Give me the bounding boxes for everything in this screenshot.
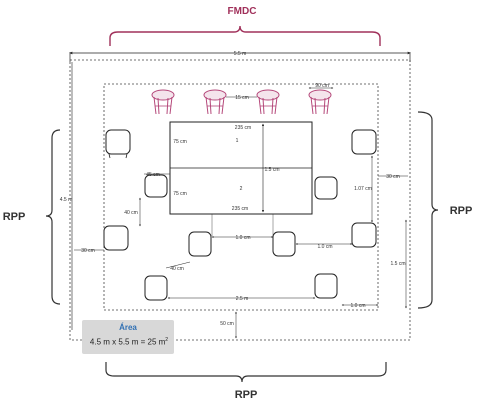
stool-gap-label: 15 cm [235, 95, 249, 101]
right-wall-gap-label: 30 cm [386, 174, 400, 180]
rpp-bottom-label: RPP [235, 389, 258, 401]
chair [103, 225, 129, 251]
table-length-label: 235 cm [235, 125, 251, 131]
rpp-bottom-bracket [105, 362, 387, 383]
bottom-wall-gap-label: 50 cm [220, 321, 234, 327]
table-section-1-label: 75 cm [173, 139, 187, 145]
bottom-row-width-label: 2.5 m [236, 296, 249, 302]
area-box: Área 4.5 m x 5.5 m = 25 m2 [82, 320, 174, 354]
bottom-right-gap-label: 1.0 cm [317, 244, 332, 250]
rpp-left-bracket [45, 129, 61, 305]
chair [144, 174, 168, 198]
left-chair-clear-label: 45 cm [146, 172, 160, 178]
stool [256, 89, 280, 115]
room-height-label: 4.5 m [60, 197, 73, 203]
stool [151, 89, 175, 115]
chair [351, 129, 377, 155]
usable-area [103, 83, 379, 311]
chair [272, 231, 296, 257]
bottom-left-clear-label: 40 cm [170, 266, 184, 272]
rpp-right-label: RPP [450, 205, 473, 217]
rpp-left-label: RPP [3, 211, 26, 223]
table-length-bottom-label: 235 cm [232, 206, 248, 212]
stool [203, 89, 227, 115]
chair [144, 275, 168, 301]
left-wall-gap-label: 30 cm [81, 248, 95, 254]
table-depth-label: 1.5 cm [264, 167, 279, 173]
room-outline [69, 59, 411, 341]
area-formula: 4.5 m x 5.5 m = 25 m2 [84, 337, 174, 347]
chair [314, 176, 338, 200]
stool-spacing-label: 90 cm [315, 83, 329, 89]
left-aisle-label: 40 cm [124, 210, 138, 216]
room-width-label: 5.5 m [234, 51, 247, 57]
chair [105, 129, 131, 159]
corner-gap-label: 1.0 cm [350, 303, 365, 309]
right-aisle-label: 1.07 cm [354, 186, 372, 192]
bottom-left-clear-line [165, 261, 191, 269]
chair [188, 231, 212, 257]
bottom-chair-gap-label: 1.0 cm [235, 235, 250, 241]
table-number-1: 1 [236, 138, 239, 144]
table-section-2-label: 75 cm [173, 191, 187, 197]
table-number-2: 2 [240, 186, 243, 192]
chair [314, 273, 338, 299]
stool [308, 89, 332, 115]
area-title: Área [119, 323, 137, 332]
chair [351, 222, 377, 248]
fmdc-label: FMDC [228, 6, 257, 17]
rpp-right-bracket [417, 111, 439, 309]
fmdc-bracket [109, 25, 381, 46]
area-exponent: 2 [165, 337, 169, 343]
right-bottom-height-label: 1.5 cm [390, 261, 405, 267]
area-formula-text: 4.5 m x 5.5 m = 25 m [89, 337, 166, 347]
